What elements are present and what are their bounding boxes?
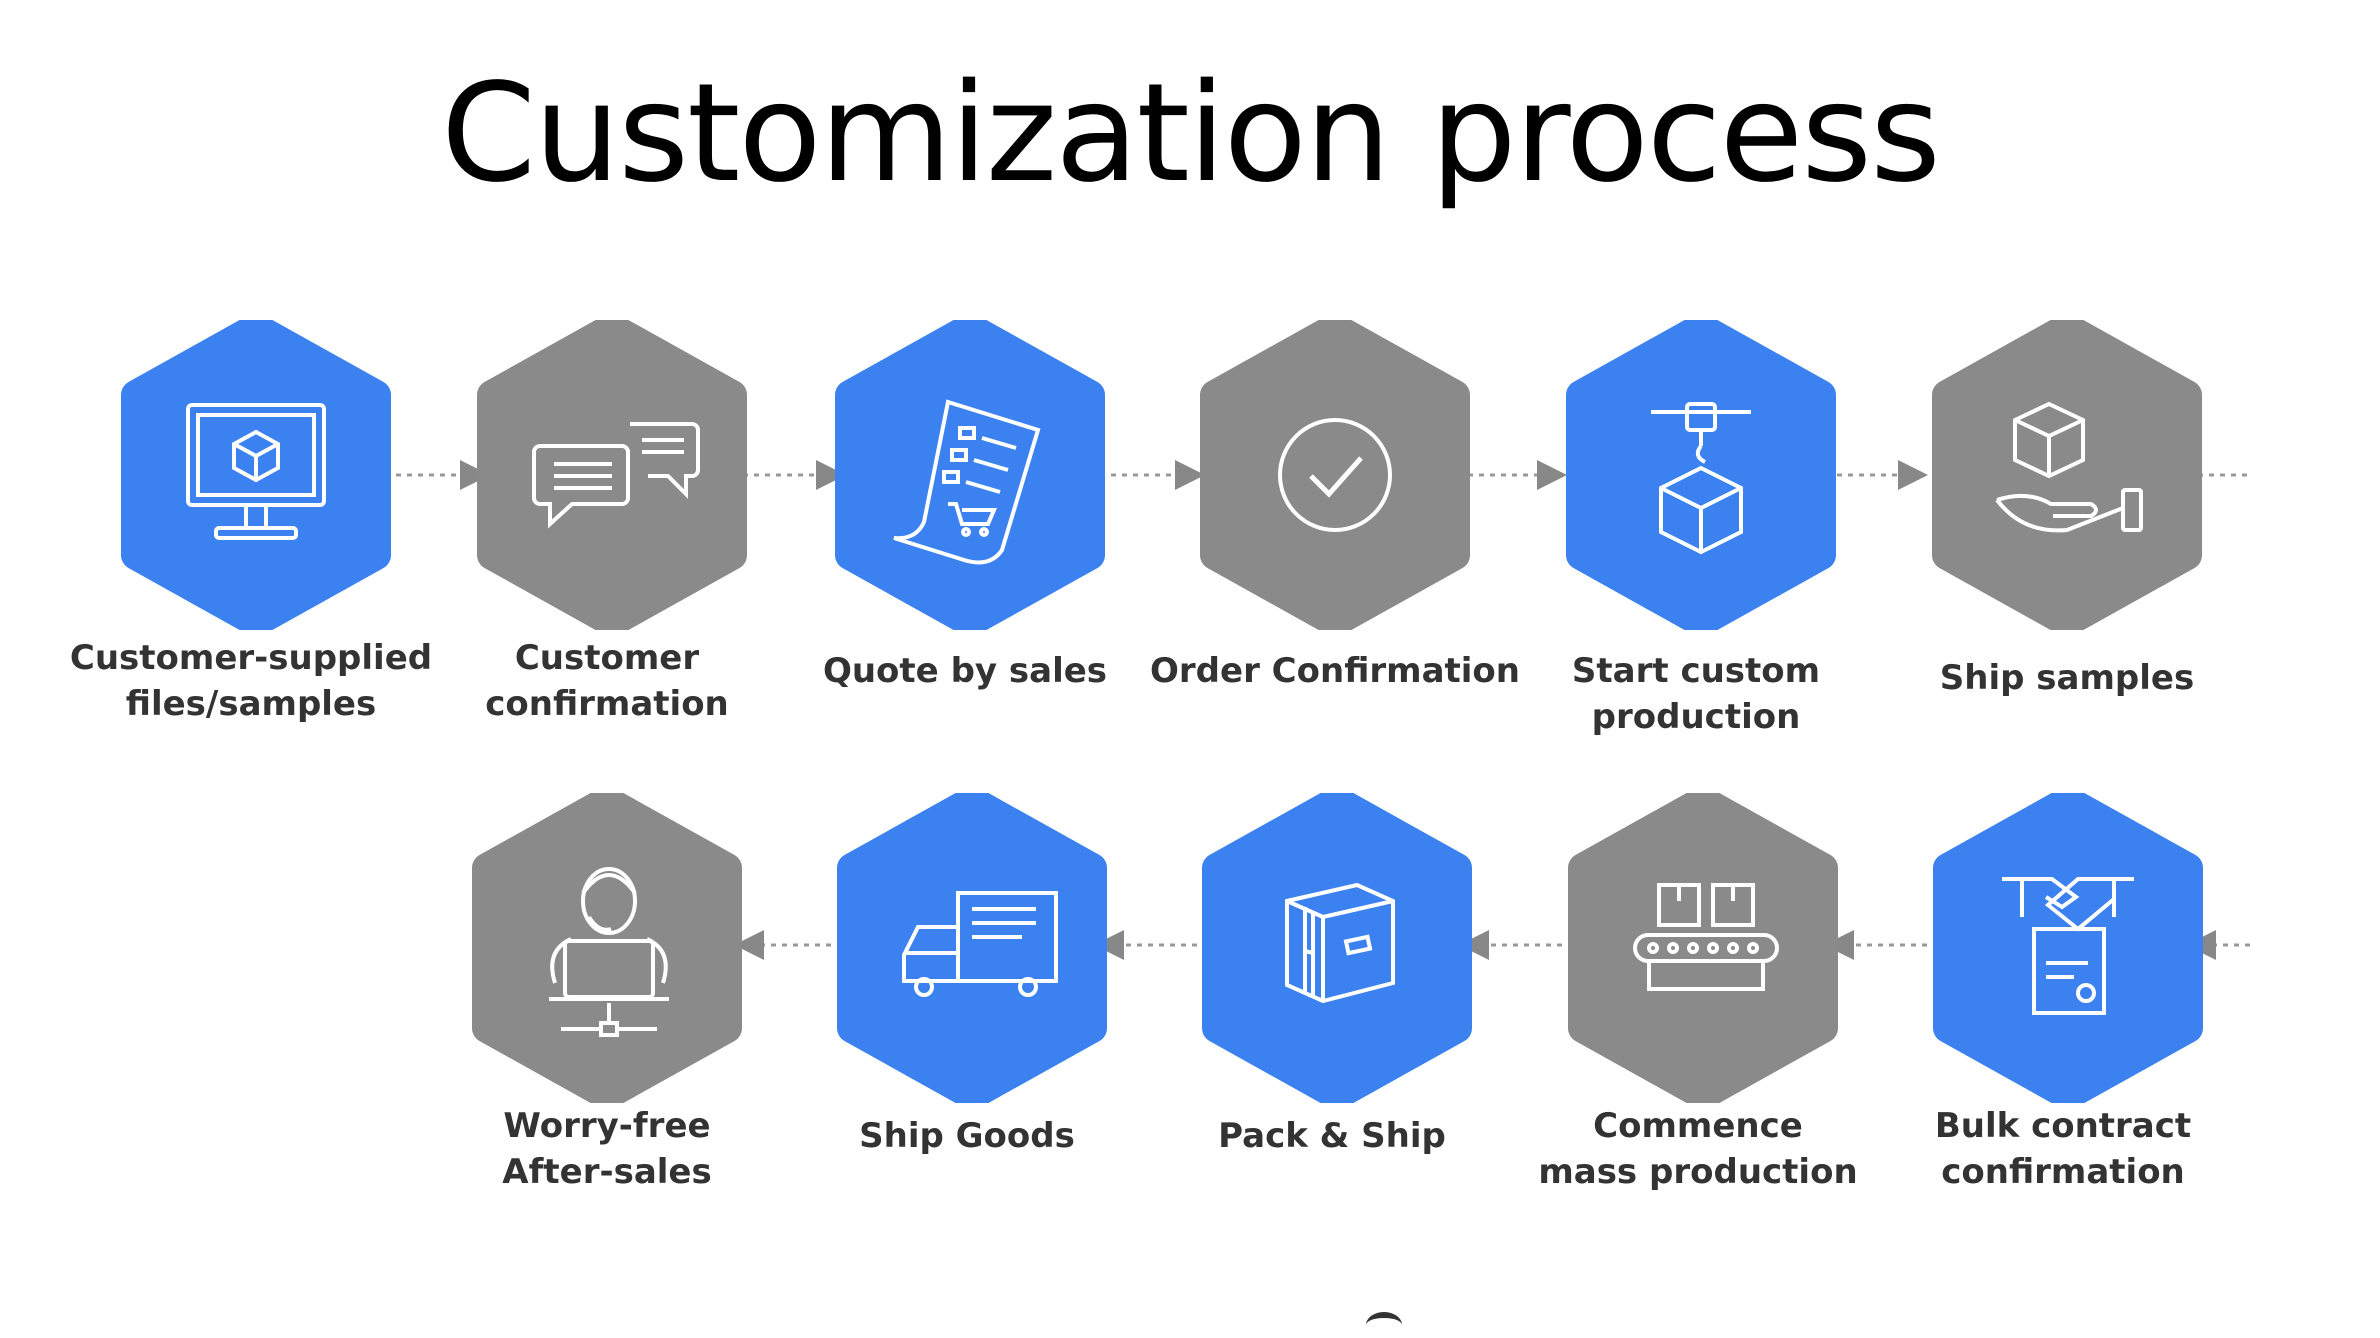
step-pack-and-ship: Pack & Ship (1187, 793, 1477, 1156)
step-quote-by-sales: Quote by sales (820, 320, 1110, 691)
step-label: Order Confirmation (1150, 651, 1520, 691)
monitor-box-icon (186, 403, 326, 540)
page-title: Customization process (441, 55, 1941, 213)
step-ship-samples: Ship samples (1917, 320, 2207, 698)
checkmark-circle-icon (1278, 418, 1392, 532)
hexagon-blue (106, 320, 406, 630)
step-ship-goods: Ship Goods (822, 793, 1112, 1156)
hexagon-blue (1551, 320, 1851, 630)
step-order-confirmation: Order Confirmation (1150, 320, 1520, 691)
chat-bubbles-icon (532, 422, 700, 529)
delivery-truck-icon (902, 891, 1058, 997)
step-label: Ship samples (1939, 658, 2195, 698)
hexagon-gray (1185, 320, 1485, 630)
step-label: Ship Goods (859, 1116, 1075, 1156)
handshake-contract-icon (2002, 877, 2134, 1015)
hexagon-gray (457, 793, 757, 1103)
hexagon-gray (1553, 793, 1853, 1103)
decorative-arc (1366, 1312, 1402, 1338)
conveyor-belt-icon (1633, 883, 1779, 991)
quote-list-cart-icon (893, 399, 1041, 565)
step-label: Pack & Ship (1218, 1116, 1446, 1156)
hexagon-blue (822, 793, 1122, 1103)
hexagon-blue (820, 320, 1120, 630)
hexagon-gray (462, 320, 762, 630)
hexagon-gray (1917, 320, 2217, 630)
hand-box-icon (1995, 401, 2143, 533)
step-label: Quote by sales (822, 651, 1108, 691)
3d-printer-icon (1651, 402, 1751, 555)
hexagon-blue (1187, 793, 1487, 1103)
hexagon-blue (1918, 793, 2218, 1103)
support-agent-icon (549, 867, 669, 1037)
package-box-icon (1285, 882, 1395, 1004)
